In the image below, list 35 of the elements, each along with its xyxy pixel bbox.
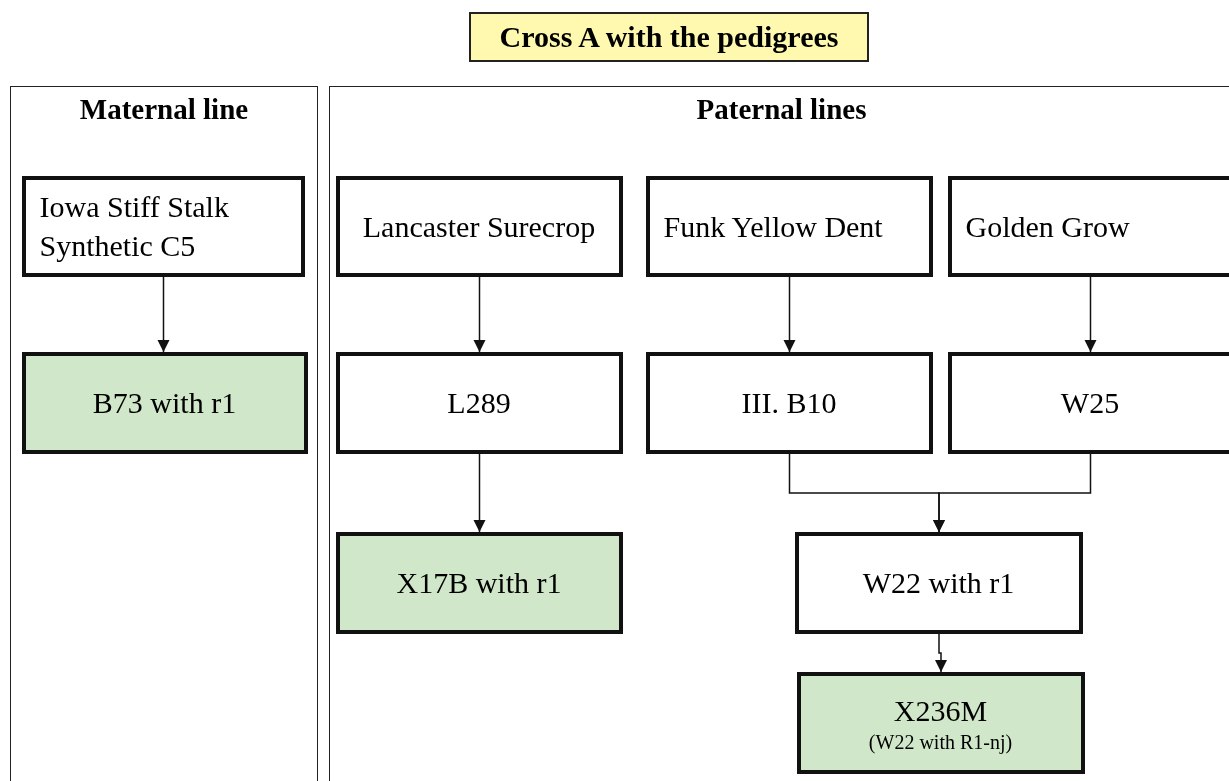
title-box: Cross A with the pedigrees	[469, 12, 869, 62]
process-box	[21, 175, 305, 277]
panel-heading: Paternal lines	[695, 93, 868, 126]
process-box	[947, 175, 1229, 277]
node-text: B73 with r1	[91, 385, 238, 421]
process-box	[335, 351, 623, 454]
node-text: L289	[446, 385, 512, 421]
panel-heading: Maternal line	[78, 93, 250, 126]
process-box	[335, 175, 623, 277]
arrow	[935, 633, 947, 673]
node-text: X236M	[892, 693, 989, 729]
node-text: W25	[1059, 385, 1121, 421]
process-box	[794, 531, 1083, 634]
node-text: W22 with r1	[861, 565, 1016, 601]
node-text: Lancaster Surecrop	[361, 208, 597, 245]
arrow	[1084, 276, 1097, 353]
arrow	[783, 276, 796, 353]
node-text: X17B with r1	[395, 565, 563, 601]
node-text: Golden Grow	[965, 208, 1131, 245]
arrow	[473, 276, 486, 353]
node-subtext: (W22 with R1-nj)	[867, 730, 1014, 754]
node-text: III. B10	[740, 385, 838, 421]
process-box	[645, 175, 933, 277]
process-box	[21, 351, 308, 454]
panel	[329, 86, 1229, 781]
arrow	[473, 453, 486, 533]
panel	[10, 86, 318, 781]
process-box	[947, 351, 1229, 454]
process-box	[335, 531, 623, 634]
node-text: Iowa Stiff Stalk Synthetic C5	[39, 189, 230, 264]
arrow	[157, 276, 170, 353]
process-box	[645, 351, 933, 454]
arrow	[933, 453, 1092, 533]
node-text: Funk Yellow Dent	[663, 208, 884, 245]
process-box	[796, 671, 1085, 774]
